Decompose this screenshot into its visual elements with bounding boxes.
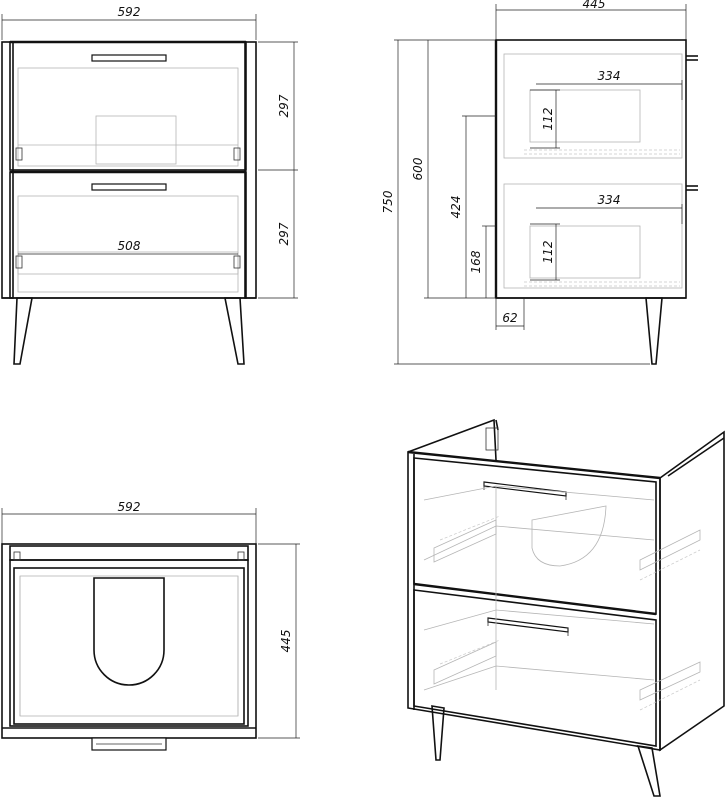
sink-cutout xyxy=(93,577,165,686)
top-width-dimension: 592 xyxy=(118,500,141,514)
side-upper-handle-height-dimension: 424 xyxy=(449,196,463,219)
side-lower-handle-height-dimension: 168 xyxy=(469,250,483,273)
side-lower-drawer-height-dimension: 112 xyxy=(541,241,555,264)
front-view: 592 508 297 297 xyxy=(1,5,298,365)
front-width-dimension: 592 xyxy=(118,5,141,19)
side-upper-drawer-depth-dimension: 334 xyxy=(598,69,621,83)
perspective-view xyxy=(407,418,725,797)
side-depth-dimension: 445 xyxy=(583,0,606,11)
front-inner-width-dimension: 508 xyxy=(118,239,141,253)
top-drawer-handle xyxy=(91,54,167,62)
side-lower-drawer-depth-dimension: 334 xyxy=(598,193,621,207)
perspective-bottom-handle xyxy=(487,617,569,633)
side-total-height-dimension: 750 xyxy=(381,190,395,213)
top-depth-dimension: 445 xyxy=(279,630,293,653)
side-leg-offset-dimension: 62 xyxy=(502,311,517,325)
side-view: 445 334 112 334 112 xyxy=(381,0,698,365)
front-top-drawer-height-dimension: 297 xyxy=(277,94,291,117)
side-body-height-dimension: 600 xyxy=(411,157,425,180)
bottom-drawer-handle xyxy=(91,183,167,191)
front-bottom-drawer-height-dimension: 297 xyxy=(277,222,291,245)
side-upper-drawer-height-dimension: 112 xyxy=(541,108,555,131)
top-view: 592 445 xyxy=(1,500,300,751)
